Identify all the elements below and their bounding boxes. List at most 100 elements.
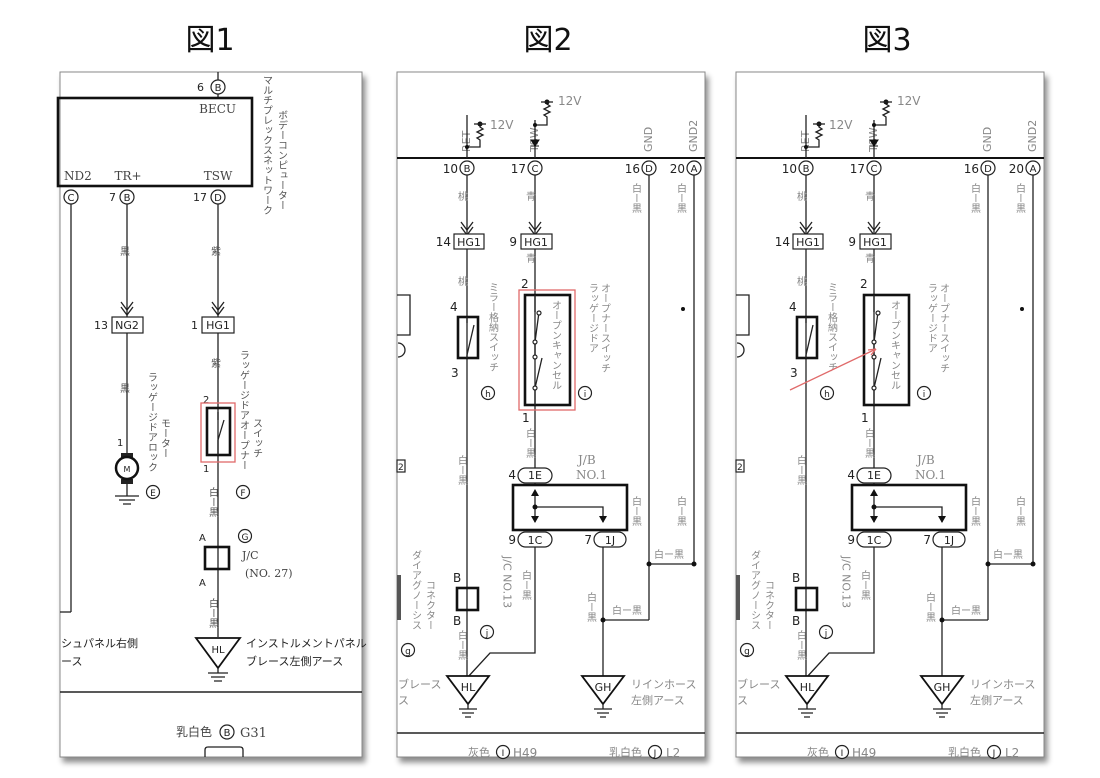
svg-text:白ー黒: 白ー黒: [1014, 182, 1026, 214]
svg-text:12V: 12V: [897, 94, 921, 108]
svg-text:白ー黒: 白ー黒: [524, 427, 536, 459]
svg-text:GH: GH: [934, 681, 951, 694]
arrowhead-icon: [867, 348, 877, 356]
svg-text:白ー黒: 白ー黒: [859, 569, 871, 601]
svg-text:白ー黒: 白ー黒: [863, 427, 875, 459]
svg-text:D: D: [984, 164, 992, 175]
svg-text:J/C NO.13: J/C NO.13: [840, 555, 853, 608]
svg-text:7: 7: [584, 533, 592, 547]
svg-text:1C: 1C: [528, 534, 543, 547]
svg-text:HL: HL: [800, 681, 815, 694]
svg-text:HG1: HG1: [796, 236, 820, 249]
svg-text:C: C: [871, 164, 878, 175]
svg-text:B: B: [803, 164, 810, 175]
svg-text:13: 13: [94, 319, 108, 332]
svg-text:1: 1: [117, 438, 123, 449]
svg-text:灰色: 灰色: [468, 745, 490, 759]
svg-text:(NO. 27): (NO. 27): [245, 567, 293, 580]
body-computer-box: [56, 96, 254, 188]
ground-hl-icon: [194, 637, 242, 670]
svg-text:ダイアグノーシス: ダイアグノーシス: [410, 550, 422, 630]
svg-text:HG1: HG1: [524, 236, 548, 249]
svg-text:i: i: [923, 390, 926, 400]
svg-text:ラッゲージドア: ラッゲージドア: [926, 283, 938, 353]
svg-text:9: 9: [848, 235, 856, 249]
svg-text:B: B: [453, 614, 461, 628]
svg-text:A: A: [691, 164, 698, 175]
svg-text:オープンキャンセル: オープンキャンセル: [889, 300, 901, 390]
svg-text:J: J: [992, 749, 996, 759]
svg-text:12V: 12V: [829, 118, 853, 132]
svg-text:乳白色: 乳白色: [176, 724, 212, 739]
luggage-door-opener-switch: [523, 293, 572, 407]
svg-text:GND: GND: [642, 127, 655, 152]
svg-text:紫: 紫: [209, 246, 221, 256]
svg-text:C: C: [532, 164, 539, 175]
svg-text:1J: 1J: [944, 534, 954, 547]
svg-text:青: 青: [524, 252, 536, 264]
svg-text:g: g: [405, 647, 411, 657]
svg-text:白ー黒: 白ー黒: [795, 454, 807, 486]
svg-text:ダイアグノーシス: ダイアグノーシス: [749, 550, 761, 630]
junction-block: [850, 483, 968, 532]
junction-block: [511, 483, 629, 532]
svg-text:M: M: [124, 465, 131, 474]
svg-text:GND2: GND2: [687, 120, 700, 152]
svg-text:14: 14: [775, 235, 790, 249]
svg-text:乳白色: 乳白色: [609, 745, 642, 759]
svg-text:I: I: [841, 749, 844, 759]
svg-text:h: h: [824, 390, 830, 400]
svg-text:1: 1: [203, 464, 209, 475]
svg-text:10: 10: [443, 162, 458, 176]
svg-text:黒: 黒: [118, 383, 130, 394]
svg-text:20: 20: [670, 162, 685, 176]
svg-text:ラッゲージドアロック: ラッゲージドアロック: [146, 372, 158, 472]
svg-text:17: 17: [850, 162, 865, 176]
svg-text:2: 2: [521, 277, 529, 291]
svg-text:E: E: [150, 489, 156, 499]
svg-text:白ー黒: 白ー黒: [630, 182, 642, 214]
ground-icon: [115, 484, 139, 505]
svg-text:ブレース: ブレース: [398, 677, 441, 691]
svg-text:白ー黒: 白ー黒: [207, 597, 219, 629]
svg-text:j: j: [824, 629, 828, 639]
svg-text:A: A: [1030, 164, 1037, 175]
svg-text:NO.1: NO.1: [576, 468, 607, 482]
svg-text:リインホース: リインホース: [631, 678, 696, 691]
svg-text:紫: 紫: [209, 358, 221, 368]
svg-text:GND: GND: [981, 127, 994, 152]
figure-2-panel: RET TSW GND GND2 12V 12V 10 B 17 C 16 D …: [396, 71, 706, 760]
svg-text:1: 1: [861, 411, 869, 425]
svg-text:白ー黒: 白ー黒: [951, 604, 981, 617]
svg-text:j: j: [485, 629, 489, 639]
svg-text:F: F: [240, 489, 245, 499]
svg-text:白ー黒: 白ー黒: [654, 548, 684, 561]
svg-text:ブレース左側アース: ブレース左側アース: [246, 654, 343, 668]
svg-text:7: 7: [109, 191, 116, 204]
svg-text:HG1: HG1: [206, 319, 230, 332]
svg-text:G31: G31: [240, 726, 267, 741]
svg-text:A: A: [199, 533, 206, 544]
svg-text:J: J: [653, 749, 657, 759]
mirror-retract-switch: [795, 315, 819, 360]
figure-1-title: 図1: [185, 23, 234, 58]
svg-text:青: 青: [863, 190, 875, 202]
svg-text:16: 16: [625, 162, 640, 176]
figure-1-panel: 6 B BECU ND2 TR+ TSW マルチプレックスネットワーク ボデーコ…: [56, 71, 367, 758]
svg-text:白ー黒: 白ー黒: [630, 495, 642, 527]
luggage-door-opener-switch: [862, 293, 911, 407]
svg-text:青: 青: [863, 252, 875, 264]
svg-text:J/B: J/B: [915, 453, 935, 467]
svg-text:6: 6: [197, 81, 204, 94]
svg-text:ボデーコンピューター: ボデーコンピューター: [276, 110, 288, 210]
highlight-box: [200, 402, 236, 463]
svg-text:コネクター: コネクター: [763, 580, 775, 630]
ground-gh-icon: [580, 675, 626, 706]
svg-text:17: 17: [193, 191, 207, 204]
svg-text:HG1: HG1: [457, 236, 481, 249]
svg-text:白ー黒: 白ー黒: [1014, 495, 1026, 527]
svg-text:16: 16: [964, 162, 979, 176]
svg-text:G: G: [242, 533, 249, 543]
junction-connector: [794, 586, 819, 612]
svg-text:4: 4: [508, 468, 516, 482]
